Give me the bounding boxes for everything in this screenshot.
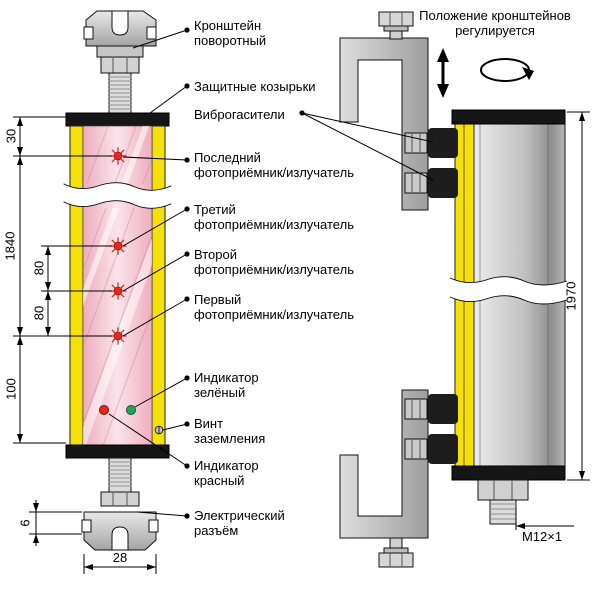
housing-right-strip <box>151 125 166 446</box>
callout-receiver-second: Второй фотоприёмник/излучатель <box>194 247 354 278</box>
leader-lines <box>108 29 434 517</box>
double-arrow-icon <box>437 48 449 98</box>
top-swivel-bracket <box>83 10 157 116</box>
side-top-bracket <box>339 11 429 211</box>
side-break-symbol <box>449 276 568 305</box>
bottom-stud-bracket <box>81 457 159 551</box>
bottom-protective-visor <box>65 444 170 459</box>
callout-receiver-third: Третий фотоприёмник/излучатель <box>194 202 354 233</box>
dim-bottom-offset: 100 <box>3 378 18 400</box>
dimension-arrowheads <box>17 112 585 570</box>
dim-connector-thread: M12×1 <box>522 529 562 544</box>
rotation-arrow-icon <box>480 58 534 82</box>
dim-beam-pitch-2: 80 <box>31 306 46 320</box>
ground-screw <box>154 425 164 435</box>
dim-overall-height: 1970 <box>563 282 578 311</box>
green-indicator-led <box>126 405 136 415</box>
callout-connector: Электрический разъём <box>194 508 285 539</box>
top-protective-visor <box>65 112 170 127</box>
housing-left-strip <box>69 125 84 446</box>
adjustability-note: Положение кронштейнов регулируется <box>419 8 571 39</box>
leader-dots <box>184 27 305 519</box>
dimension-texts: 30 1840 80 80 100 6 28 1970 M12×1 <box>2 129 578 565</box>
callout-receiver-last: Последний фотоприёмник/излучатель <box>194 150 354 181</box>
dim-beam-span: 1840 <box>2 232 17 261</box>
dim-body-width: 28 <box>113 550 127 565</box>
top-vibration-dampers <box>404 128 458 198</box>
last-beam-led <box>109 147 127 165</box>
bottom-vibration-dampers <box>404 394 458 464</box>
callout-indicator-red: Индикатор красный <box>194 458 259 489</box>
callout-visors: Защитные козырьки <box>194 79 316 94</box>
glass-reflections <box>83 126 152 445</box>
dim-beam-pitch-1: 80 <box>31 261 46 275</box>
side-bottom-bracket <box>339 389 429 568</box>
callout-dampers: Виброгасители <box>194 107 285 122</box>
callout-ground-screw: Винт заземления <box>194 416 266 447</box>
callout-receiver-first: Первый фотоприёмник/излучатель <box>194 292 354 323</box>
front-break-symbol <box>63 182 172 209</box>
electrical-connector <box>477 479 529 525</box>
dimension-lines <box>13 111 590 574</box>
callout-swivel-bracket: Кронштейн поворотный <box>194 18 267 49</box>
red-indicator-led <box>99 405 109 415</box>
side-top-visor <box>451 109 566 125</box>
callout-indicator-green: Индикатор зелёный <box>194 370 259 401</box>
dim-top-offset: 30 <box>3 129 18 143</box>
dim-bracket-plate: 6 <box>17 519 32 526</box>
side-bottom-visor <box>451 465 566 481</box>
front-view-drawing <box>63 10 172 551</box>
side-view-drawing <box>339 11 568 568</box>
